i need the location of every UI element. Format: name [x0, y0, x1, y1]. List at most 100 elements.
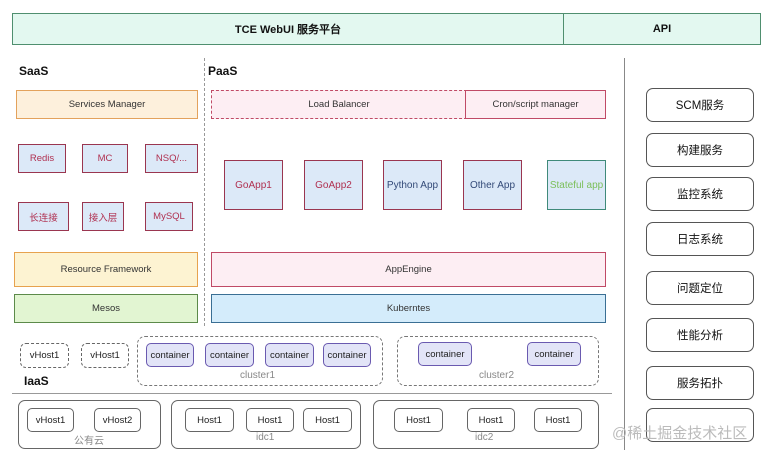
public-cloud-label: 公有云 [74, 436, 104, 447]
container-label: container [425, 348, 465, 360]
host: Host1 [185, 408, 234, 432]
right-column-divider [624, 58, 625, 450]
right-service-empty [646, 408, 754, 442]
public-cloud-group [18, 400, 161, 449]
container: container [323, 343, 371, 367]
resource-framework-box: Resource Framework [14, 252, 198, 287]
right-service-scm: SCM服务 [646, 88, 754, 122]
right-service-label: 构建服务 [677, 145, 723, 157]
service-mysql: MySQL [145, 202, 193, 231]
iaas-label: IaaS [24, 374, 49, 388]
container: container [205, 343, 254, 367]
host: Host1 [394, 408, 443, 432]
load-balancer-label: Load Balancer [308, 99, 370, 110]
service-label: MC [97, 153, 113, 164]
container: container [265, 343, 314, 367]
container-label: container [269, 349, 310, 361]
host: Host1 [246, 408, 294, 432]
mesos-label: Mesos [92, 303, 120, 314]
app-other: Other App [463, 160, 522, 210]
saas-paas-divider [204, 58, 205, 326]
host-label: Host1 [545, 414, 571, 426]
container: container [418, 342, 472, 366]
right-service-label: 监控系统 [677, 189, 723, 201]
service-redis: Redis [18, 144, 66, 173]
kubernetes-label: Kuberntes [386, 303, 431, 314]
service-label: 接入层 [88, 212, 118, 224]
app-engine-box: AppEngine [211, 252, 606, 287]
container-label: container [534, 348, 574, 360]
idc2-label: idc2 [475, 432, 494, 443]
host-label: vHost2 [102, 414, 133, 426]
service-long-connection: 长连接 [18, 202, 69, 231]
right-service-logging: 日志系统 [646, 222, 754, 256]
load-balancer-box: Load Balancer [211, 90, 467, 119]
host-label: vHost1 [35, 414, 66, 426]
services-manager-box: Services Manager [16, 90, 198, 119]
cluster2 [397, 336, 599, 386]
app-goapp2: GoApp2 [304, 160, 363, 210]
app-label: Other App [469, 179, 516, 191]
vhost-label: vHost1 [90, 350, 120, 361]
mesos-box: Mesos [14, 294, 198, 323]
platform-title: TCE WebUI 服务平台 [234, 24, 342, 36]
container: container [527, 342, 581, 366]
service-label: NSQ/... [155, 153, 188, 164]
cluster2-label: cluster2 [479, 370, 515, 381]
saas-label: SaaS [19, 64, 49, 78]
right-service-build: 构建服务 [646, 133, 754, 167]
vhost-dashed: vHost1 [20, 343, 69, 368]
host: Host1 [534, 408, 582, 432]
right-service-monitoring: 监控系统 [646, 177, 754, 211]
service-mc: MC [82, 144, 128, 173]
paas-label: PaaS [208, 64, 238, 78]
app-stateful: Stateful app [547, 160, 606, 210]
container-label: container [327, 349, 367, 361]
host-label: Host1 [478, 414, 504, 426]
right-service-performance: 性能分析 [646, 318, 754, 352]
container-label: container [209, 349, 250, 361]
right-service-label: 服务拓扑 [677, 378, 723, 390]
app-label: GoApp2 [315, 179, 352, 191]
vhost-dashed: vHost1 [81, 343, 129, 368]
idc2-group [373, 400, 599, 449]
host-label: Host1 [315, 414, 340, 426]
idc1-label: idc1 [256, 432, 275, 443]
container-label: container [150, 349, 190, 361]
api-banner: API [563, 13, 761, 45]
app-engine-label: AppEngine [385, 264, 432, 275]
app-python: Python App [383, 160, 442, 210]
cluster1-label: cluster1 [240, 370, 276, 381]
app-goapp1: GoApp1 [224, 160, 283, 210]
cron-manager-box: Cron/script manager [465, 90, 606, 119]
service-label: Redis [29, 153, 55, 164]
right-service-label: SCM服务 [675, 100, 725, 112]
right-service-topology: 服务拓扑 [646, 366, 754, 400]
kubernetes-box: Kuberntes [211, 294, 606, 323]
iaas-divider [12, 393, 612, 394]
app-label: Python App [386, 179, 439, 191]
cluster1 [137, 336, 383, 386]
host-label: Host1 [197, 414, 222, 426]
right-service-label: 问题定位 [677, 283, 723, 295]
right-service-label: 日志系统 [677, 234, 723, 246]
services-manager-label: Services Manager [68, 99, 146, 110]
idc1-group [171, 400, 361, 449]
right-service-troubleshooting: 问题定位 [646, 271, 754, 305]
host: vHost1 [27, 408, 74, 432]
app-label: GoApp1 [235, 179, 272, 191]
watermark: @稀土掘金技术社区 [612, 425, 748, 442]
host: Host1 [303, 408, 352, 432]
service-nsq: NSQ/... [145, 144, 198, 173]
service-access-layer: 接入层 [82, 202, 124, 231]
resource-framework-label: Resource Framework [60, 264, 152, 275]
service-label: 长连接 [29, 212, 58, 224]
service-label: MySQL [153, 211, 185, 222]
vhost-label: vHost1 [29, 350, 60, 361]
host-label: Host1 [406, 414, 431, 426]
container: container [146, 343, 194, 367]
api-label: API [652, 23, 672, 35]
platform-banner: TCE WebUI 服务平台 [12, 13, 564, 45]
host: Host1 [467, 408, 515, 432]
host: vHost2 [94, 408, 141, 432]
